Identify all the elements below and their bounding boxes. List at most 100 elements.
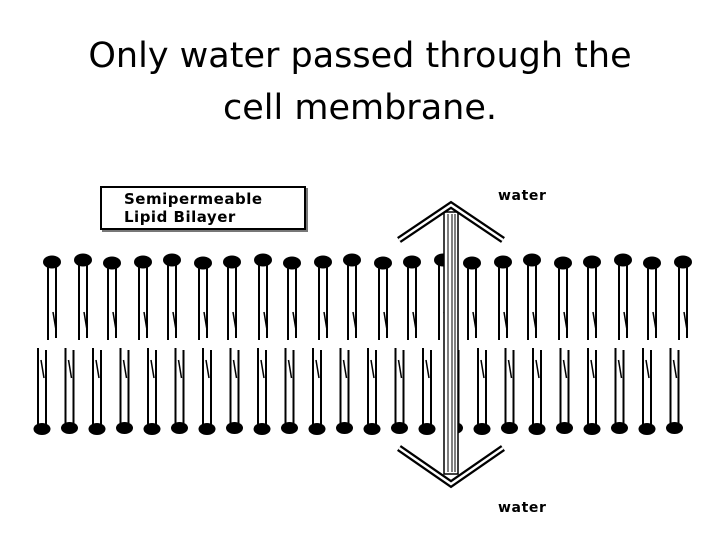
- lipid-tail-kink: [150, 359, 155, 379]
- phospholipid-upper: [134, 255, 152, 340]
- phospholipid-upper: [583, 255, 601, 340]
- lipid-head: [638, 423, 656, 435]
- lipid-head: [666, 422, 683, 434]
- phospholipid-upper: [463, 256, 481, 340]
- lipid-head: [556, 422, 573, 434]
- label-line-semipermeable: Semipermeable: [124, 190, 263, 208]
- phospholipid-lower: [171, 348, 188, 434]
- lipid-head: [523, 253, 541, 267]
- lipid-tail-kink: [83, 311, 88, 331]
- lipid-tail-kink: [263, 311, 268, 331]
- upper-leaflet: [43, 253, 692, 340]
- phospholipid-upper: [314, 255, 332, 340]
- lower-leaflet: [33, 348, 683, 435]
- lipid-head: [473, 423, 491, 435]
- lipid-tail-kink: [143, 311, 148, 331]
- lipid-head: [391, 422, 408, 434]
- phospholipid-lower: [308, 348, 326, 435]
- phospholipid-lower: [666, 348, 683, 434]
- phospholipid-upper: [643, 256, 661, 340]
- phospholipid-lower: [88, 348, 106, 435]
- phospholipid-upper: [554, 256, 572, 340]
- phospholipid-upper: [223, 255, 241, 340]
- lipid-head: [116, 422, 133, 434]
- label-line-lipid-bilayer: Lipid Bilayer: [124, 208, 236, 226]
- phospholipid-lower: [363, 348, 381, 435]
- lipid-head: [253, 423, 271, 435]
- lipid-head: [403, 255, 421, 269]
- lipid-tail-kink: [562, 359, 568, 379]
- lipid-tail-kink: [352, 311, 357, 331]
- lipid-tail-kink: [205, 359, 210, 379]
- phospholipid-lower: [473, 348, 491, 435]
- phospholipid-upper: [523, 253, 541, 340]
- phospholipid-lower: [611, 348, 628, 434]
- phospholipid-lower: [556, 348, 573, 434]
- lipid-tail-kink: [503, 311, 508, 331]
- lipid-head: [528, 423, 546, 435]
- phospholipid-lower: [638, 348, 656, 435]
- lipid-head: [343, 253, 361, 267]
- phospholipid-lower: [418, 348, 436, 435]
- lipid-head: [418, 423, 436, 435]
- lipid-tail-kink: [672, 359, 678, 379]
- lipid-head: [336, 422, 353, 434]
- phospholipid-lower: [61, 348, 78, 434]
- water-double-arrow: [397, 200, 505, 489]
- lipid-head: [254, 253, 272, 267]
- lipid-head: [611, 422, 628, 434]
- phospholipid-upper: [43, 255, 61, 340]
- lipid-head: [134, 255, 152, 269]
- phospholipid-lower: [501, 348, 518, 434]
- lipid-tail-kink: [287, 359, 293, 379]
- lipid-head: [88, 423, 106, 435]
- lipid-head: [674, 255, 692, 269]
- lipid-head: [74, 253, 92, 267]
- lipid-tail-kink: [292, 311, 297, 331]
- lipid-tail-kink: [342, 359, 348, 379]
- arrow-head-bottom-inner: [398, 446, 504, 486]
- phospholipid-lower: [391, 348, 408, 434]
- lipid-head: [501, 422, 518, 434]
- lipid-tail-kink: [617, 359, 623, 379]
- lipid-tail-kink: [383, 311, 388, 331]
- lipid-tail-kink: [232, 359, 238, 379]
- phospholipid-lower: [528, 348, 546, 435]
- lipid-head: [554, 256, 572, 270]
- lipid-head: [583, 423, 601, 435]
- lipid-tail-kink: [232, 311, 237, 331]
- lipid-tail-kink: [623, 311, 628, 331]
- lipid-head: [223, 255, 241, 269]
- lipid-head: [283, 256, 301, 270]
- lipid-tail-kink: [260, 359, 265, 379]
- lipid-tail-kink: [95, 359, 100, 379]
- phospholipid-upper: [494, 255, 512, 340]
- lipid-head: [226, 422, 243, 434]
- slide-title: Only water passed through the cell membr…: [60, 30, 660, 134]
- lipid-head: [281, 422, 298, 434]
- lipid-tail-kink: [652, 311, 657, 331]
- lipid-head: [363, 423, 381, 435]
- phospholipid-lower: [583, 348, 601, 435]
- lipid-tail-kink: [172, 311, 177, 331]
- lipid-tail-kink: [370, 359, 375, 379]
- phospholipid-lower: [116, 348, 133, 434]
- lipid-tail-kink: [203, 311, 208, 331]
- slide-title-text: Only water passed through the cell membr…: [88, 36, 632, 128]
- lipid-tail-kink: [122, 359, 128, 379]
- lipid-head: [374, 256, 392, 270]
- lipid-tail-kink: [532, 311, 537, 331]
- lipid-head: [614, 253, 632, 267]
- phospholipid-lower: [253, 348, 271, 435]
- lipid-tail-kink: [397, 359, 403, 379]
- lipid-tail-kink: [323, 311, 328, 331]
- lipid-head: [143, 423, 161, 435]
- phospholipid-upper: [194, 256, 212, 340]
- lipid-tail-kink: [67, 359, 73, 379]
- lipid-tail-kink: [507, 359, 513, 379]
- lipid-tail-kink: [112, 311, 117, 331]
- water-label-bottom: water: [498, 500, 547, 516]
- lipid-tail-kink: [52, 311, 57, 331]
- bilayer-label-box: Semipermeable Lipid Bilayer: [100, 186, 306, 230]
- lipid-head: [163, 253, 181, 267]
